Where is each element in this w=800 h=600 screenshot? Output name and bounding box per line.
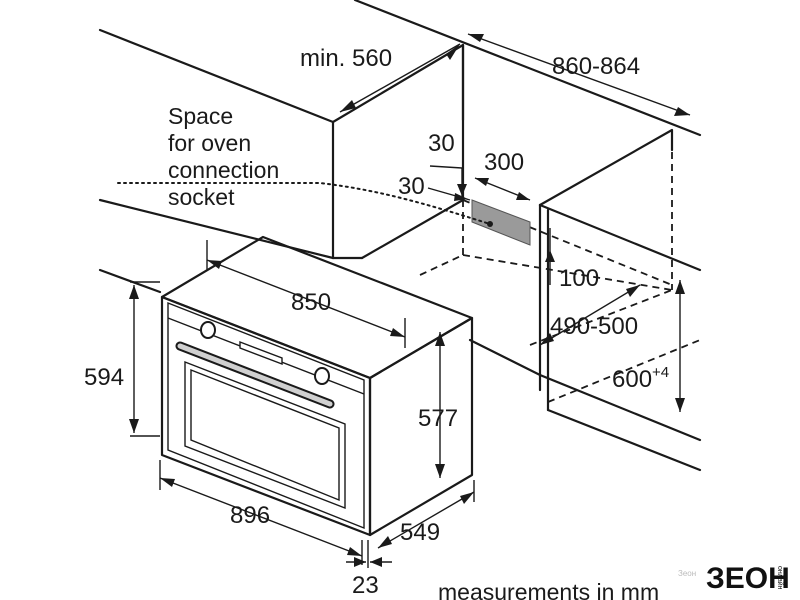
label-oven-front-height: 594 <box>84 364 124 391</box>
label-socket-offset-top: 30 <box>428 130 455 157</box>
cabinet-hidden-edges <box>419 140 701 403</box>
svg-text:socket: socket <box>168 184 235 210</box>
label-niche-depth: 490-500 <box>550 313 638 340</box>
knob-right-icon <box>314 367 330 385</box>
dimension-lines <box>129 33 691 568</box>
dimension-labels: min. 560 860-864 30 300 30 100 490-500 6… <box>84 45 669 599</box>
svg-text:for oven: for oven <box>168 130 251 156</box>
label-oven-front-width: 896 <box>230 502 270 529</box>
label-cabinet-width: 860-864 <box>552 53 640 80</box>
connection-socket-area <box>471 199 531 246</box>
oven <box>160 235 474 537</box>
label-front-panel-thickness: 23 <box>352 572 379 599</box>
socket-note: Space for oven connection socket <box>168 103 279 210</box>
label-socket-height: 100 <box>559 265 599 292</box>
units-note: measurements in mm <box>438 579 659 600</box>
label-socket-width: 300 <box>484 149 524 176</box>
label-socket-offset-side: 30 <box>398 173 425 200</box>
svg-text:connection: connection <box>168 157 279 183</box>
label-oven-body-width: 850 <box>291 289 331 316</box>
brand-logo: ЗЕОН онлайн Зеон <box>678 562 790 595</box>
label-oven-depth: 549 <box>400 519 440 546</box>
svg-text:Space: Space <box>168 103 233 129</box>
knob-left-icon <box>200 321 216 339</box>
label-cabinet-depth-min: min. 560 <box>300 45 392 72</box>
svg-text:ЗЕОН: ЗЕОН <box>706 562 790 595</box>
svg-text:онлайн: онлайн <box>776 566 784 590</box>
socket-leader <box>117 182 491 225</box>
label-niche-height: 600+4 <box>612 364 669 393</box>
watermark: Зеон <box>678 569 696 578</box>
label-oven-body-height: 577 <box>418 405 458 432</box>
